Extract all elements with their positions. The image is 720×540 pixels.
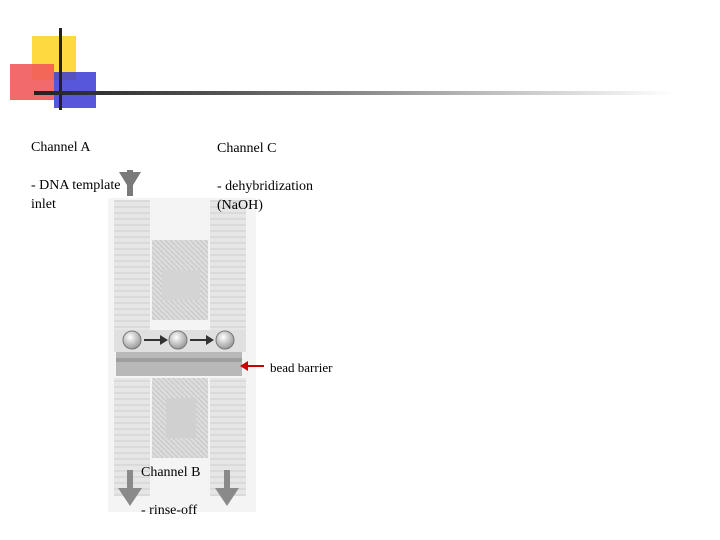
header-horizontal-rule: [34, 91, 674, 95]
arrow-right-icon: [190, 335, 214, 345]
channel-b-title: Channel B: [141, 465, 201, 480]
header-vertical-line: [59, 28, 62, 110]
channel-b-label: Channel B - rinse-off: [141, 444, 231, 539]
channel-a-label: Channel A - DNA template inlet: [31, 119, 181, 233]
arrow-down-icon: [118, 470, 142, 506]
arrow-left-icon: [240, 361, 264, 371]
bead-barrier-label: bead barrier: [270, 360, 333, 375]
arrow-down-icon: [119, 170, 141, 196]
channel-c-label: Channel C - dehybridization (NaOH): [217, 120, 367, 234]
channel-a-title: Channel A: [31, 140, 91, 155]
middle-chamber-core: [162, 270, 200, 300]
channel-c-description: - dehybridization (NaOH): [217, 179, 314, 213]
arrow-right-icon: [144, 335, 168, 345]
bead-barrier: [116, 352, 242, 376]
channel-b-description: - rinse-off: [141, 503, 198, 518]
bead-barrier-stripe: [116, 358, 242, 362]
arrow-down-icon: [215, 470, 239, 506]
bead-3: [215, 330, 235, 350]
channel-c-title: Channel C: [217, 141, 277, 156]
channel-b-core: [166, 398, 196, 438]
channel-a-description: - DNA template inlet: [31, 178, 121, 212]
channel-c: [210, 200, 246, 350]
bead-2: [168, 330, 188, 350]
channel-a: [114, 200, 150, 350]
bead-1: [122, 330, 142, 350]
